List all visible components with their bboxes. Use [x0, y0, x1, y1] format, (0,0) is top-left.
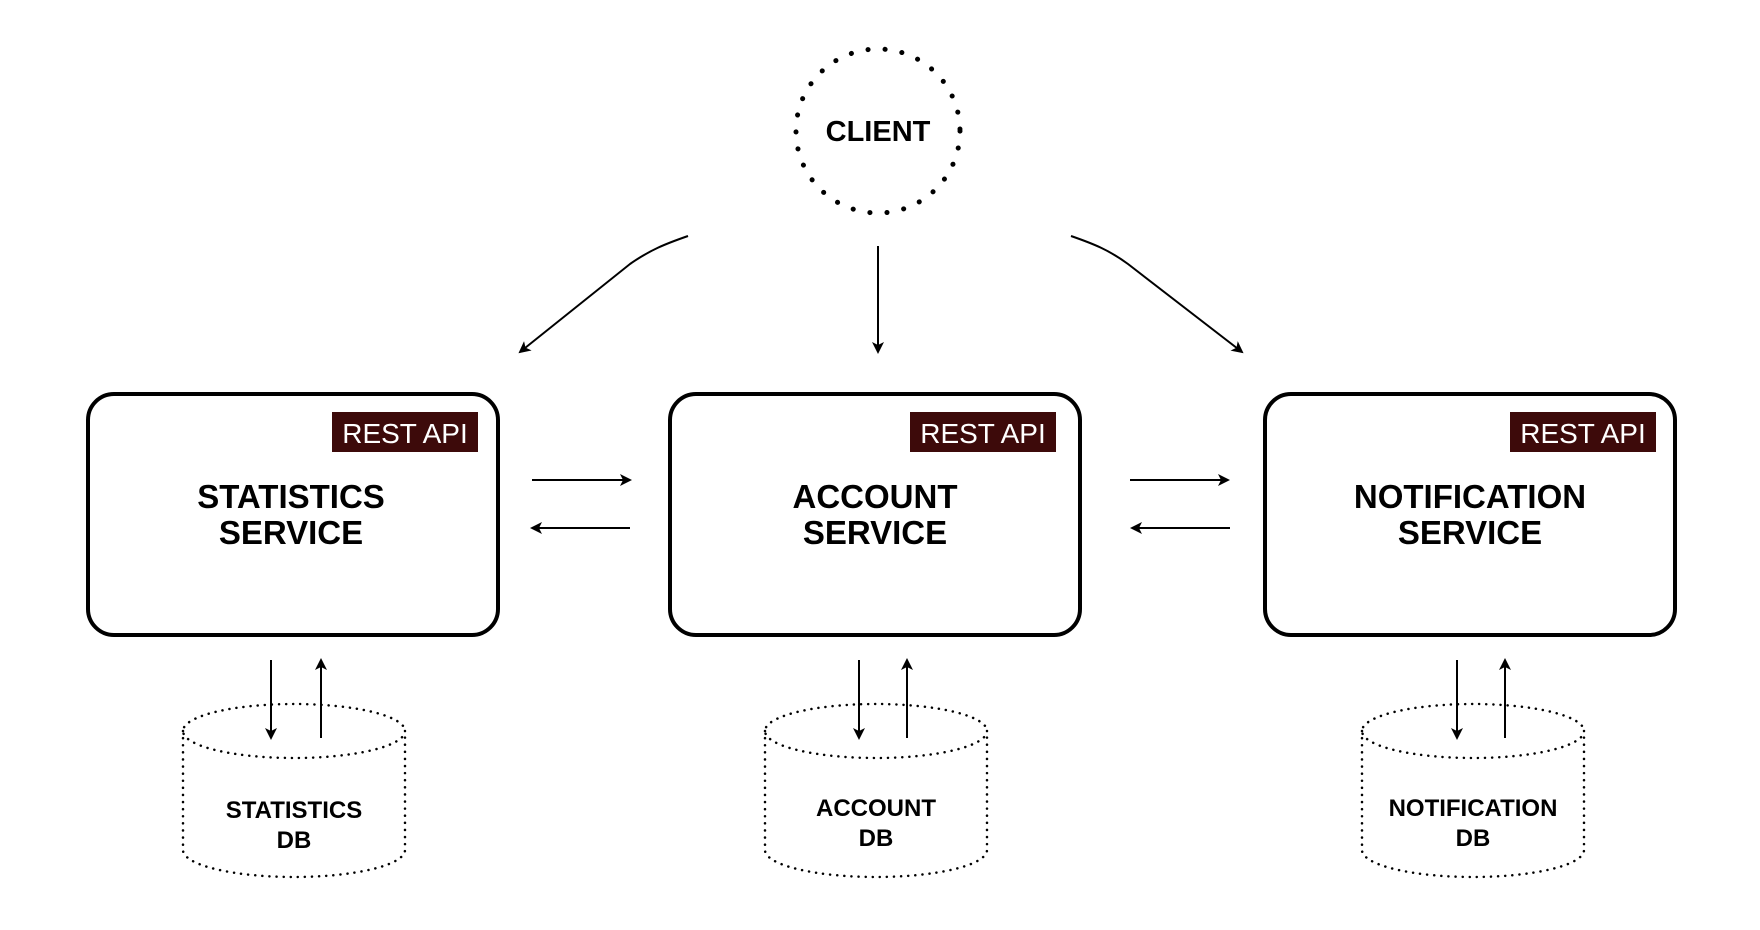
account-db-top	[763, 702, 989, 760]
notification-service-title-line2: SERVICE	[1398, 514, 1542, 551]
statistics-service-node: REST API STATISTICS SERVICE	[86, 392, 500, 637]
statistics-rest-api-badge	[332, 412, 478, 452]
statistics-db-label-line1: STATISTICS	[226, 797, 362, 824]
client-arrows	[518, 235, 1244, 354]
statistics-db-top	[181, 702, 407, 760]
notification-db-label-line1: NOTIFICATION	[1389, 795, 1558, 822]
statistics-db-label-line2: DB	[277, 827, 312, 854]
account-db-node: ACCOUNT DB	[763, 702, 989, 879]
arrow-client-to-notification	[1070, 235, 1244, 354]
client-circle	[793, 46, 963, 216]
account-db-label-line2: DB	[859, 825, 894, 852]
notification-rest-api-badge	[1510, 412, 1656, 452]
account-db-cylinder	[763, 729, 989, 879]
statistics-service-title-line2: SERVICE	[219, 514, 363, 551]
notification-db-label-line2: DB	[1456, 825, 1491, 852]
account-service-node: REST API ACCOUNT SERVICE	[668, 392, 1082, 637]
account-rest-api-label: REST API	[920, 418, 1046, 449]
client-node: CLIENT	[793, 46, 963, 216]
statistics-db-node: STATISTICS DB	[181, 702, 407, 879]
statistics-rest-api-label: REST API	[342, 418, 468, 449]
service-arrows	[530, 474, 1230, 534]
statistics-service-box	[86, 392, 500, 637]
notification-db-cylinder	[1360, 729, 1586, 879]
statistics-service-title-line1: STATISTICS	[197, 478, 385, 515]
notification-db-node: NOTIFICATION DB	[1360, 702, 1586, 879]
statistics-db-cylinder	[181, 729, 407, 879]
notification-service-node: REST API NOTIFICATION SERVICE	[1263, 392, 1677, 637]
account-service-box	[668, 392, 1082, 637]
account-service-title-line1: ACCOUNT	[793, 478, 958, 515]
notification-service-title-line1: NOTIFICATION	[1354, 478, 1586, 515]
account-db-label-line1: ACCOUNT	[816, 795, 936, 822]
notification-rest-api-label: REST API	[1520, 418, 1646, 449]
arrow-client-to-statistics	[518, 235, 689, 354]
notification-db-top	[1360, 702, 1586, 760]
client-label: CLIENT	[826, 116, 931, 148]
account-service-title-line2: SERVICE	[803, 514, 947, 551]
account-rest-api-badge	[910, 412, 1056, 452]
notification-service-box	[1263, 392, 1677, 637]
db-arrows	[265, 658, 1511, 740]
